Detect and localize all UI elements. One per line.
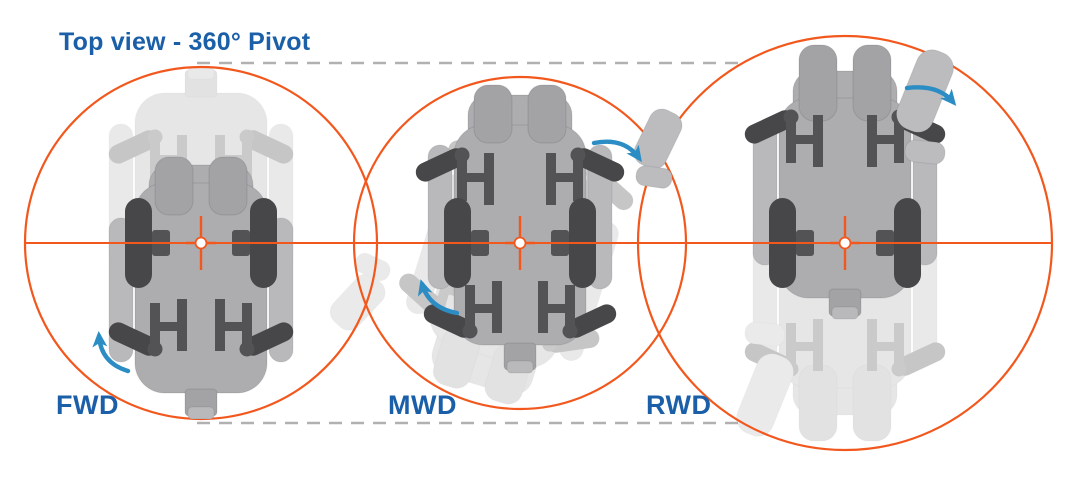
label-fwd: FWD xyxy=(56,390,119,420)
wheelchair-fwd xyxy=(106,157,297,419)
rotation-arrow-fwd xyxy=(92,331,131,374)
label-mwd: MWD xyxy=(388,390,457,420)
rotation-arrow-mwd-bottom xyxy=(417,279,460,316)
rotation-arrow-rwd xyxy=(904,85,957,106)
label-rwd: RWD xyxy=(646,390,712,420)
diagram-title: Top view - 360° Pivot xyxy=(59,28,311,56)
wheelchair-mwd xyxy=(413,85,687,373)
rotation-arrow-mwd-top xyxy=(591,139,642,163)
